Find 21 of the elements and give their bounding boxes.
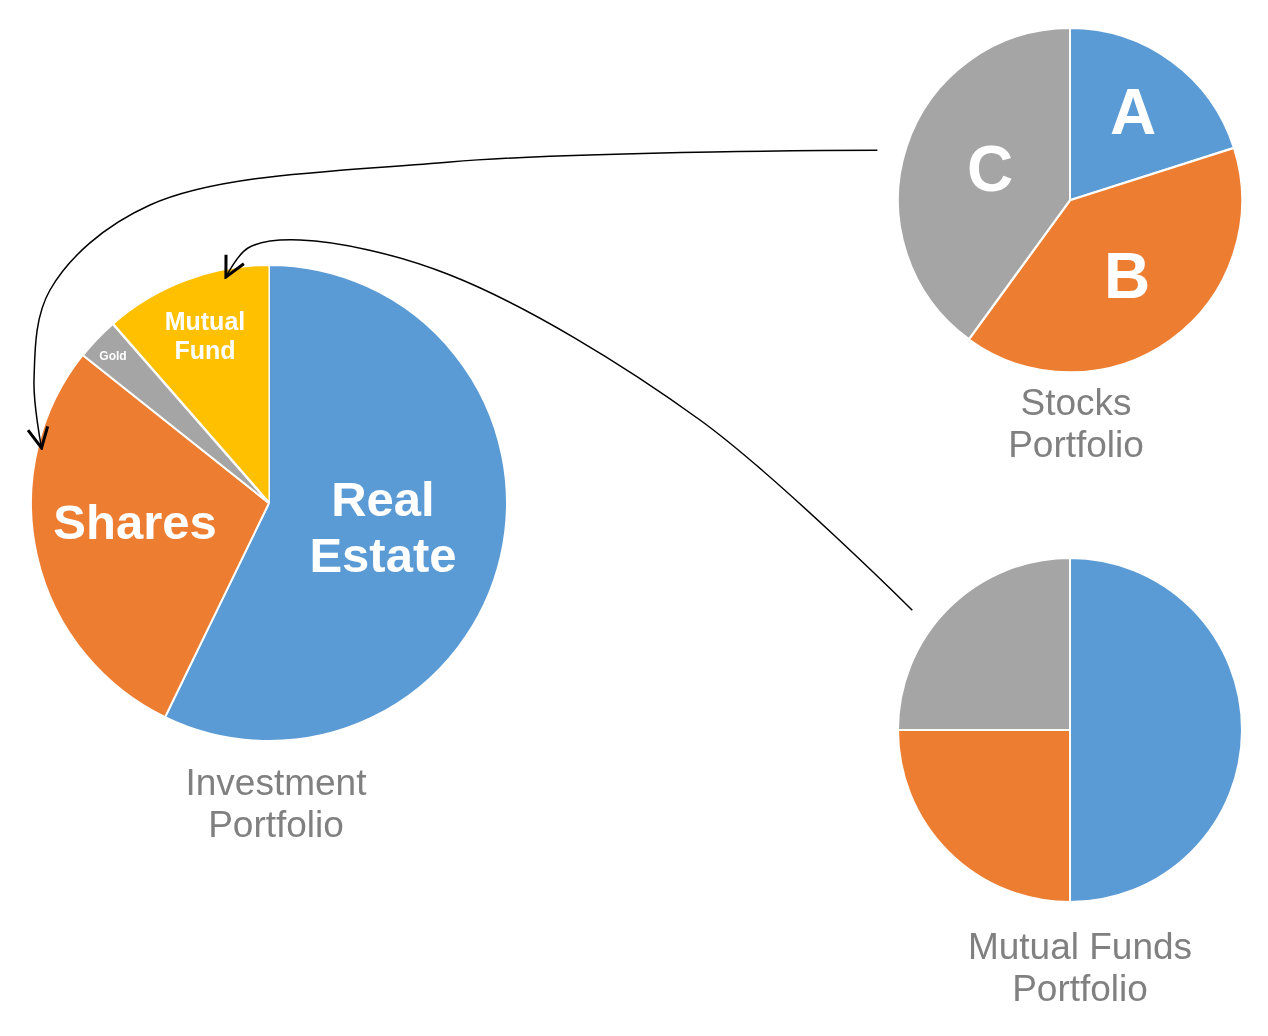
pie-slice bbox=[1070, 28, 1234, 200]
pie-chart bbox=[898, 558, 1242, 902]
pie-slice bbox=[1070, 558, 1242, 902]
chart-caption: Mutual Funds Portfolio bbox=[966, 926, 1194, 1010]
slice-label: Real Estate bbox=[308, 470, 458, 584]
slice-label: Shares bbox=[52, 493, 218, 551]
slice-label: B bbox=[1102, 240, 1152, 314]
chart-caption: Stocks Portfolio bbox=[1007, 382, 1145, 466]
curved-arrow bbox=[224, 239, 914, 612]
pie-slice bbox=[898, 28, 1070, 340]
pie-chart bbox=[31, 265, 507, 741]
slice-label: Gold bbox=[98, 350, 128, 364]
pie-slice bbox=[968, 147, 1242, 372]
curved-arrow bbox=[26, 149, 879, 450]
slice-label: C bbox=[965, 133, 1015, 207]
pie-slice bbox=[898, 730, 1070, 902]
pie-slice bbox=[898, 558, 1070, 730]
slice-label: A bbox=[1108, 76, 1158, 150]
pie-chart bbox=[898, 28, 1242, 372]
chart-caption: Investment Portfolio bbox=[184, 762, 368, 846]
slice-label: Mutual Fund bbox=[163, 307, 247, 365]
